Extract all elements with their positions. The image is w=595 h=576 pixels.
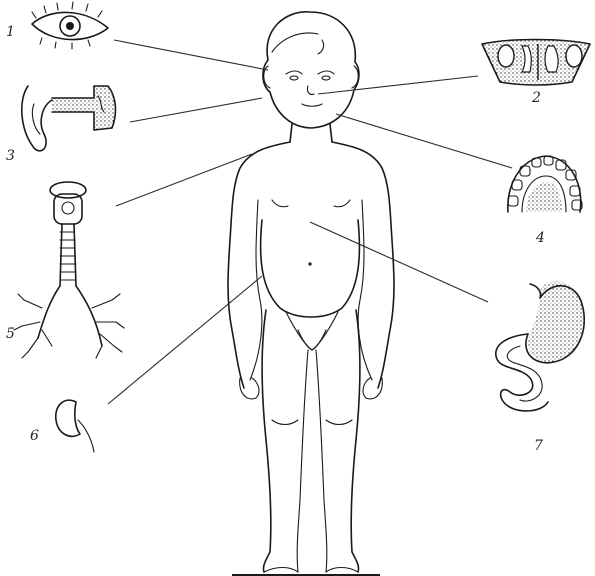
leader-line-7	[310, 222, 488, 302]
leader-line-2	[318, 76, 478, 94]
leader-line-5	[116, 154, 252, 206]
label-number-4: 4	[535, 230, 545, 246]
respiratory-tract-illustration	[14, 182, 124, 358]
label-number-6: 6	[30, 428, 39, 444]
leader-line-3	[130, 98, 262, 122]
eye-illustration	[32, 2, 108, 49]
label-number-5: 5	[6, 326, 15, 342]
leader-line-1	[114, 40, 268, 70]
label-number-3: 3	[6, 148, 15, 164]
child-figure	[228, 12, 394, 575]
kidney-illustration	[56, 400, 94, 452]
ear-illustration	[22, 86, 116, 151]
nasal-cavity-illustration	[482, 40, 590, 86]
stomach-intestine-illustration	[496, 281, 584, 411]
number-labels: 1 2 3 4 5 6 7	[6, 24, 545, 454]
label-number-7: 7	[534, 438, 543, 454]
label-number-1: 1	[6, 24, 15, 40]
teeth-illustration	[508, 156, 582, 212]
leader-line-4	[336, 114, 512, 168]
label-number-2: 2	[531, 90, 541, 106]
leader-line-6	[108, 276, 262, 404]
